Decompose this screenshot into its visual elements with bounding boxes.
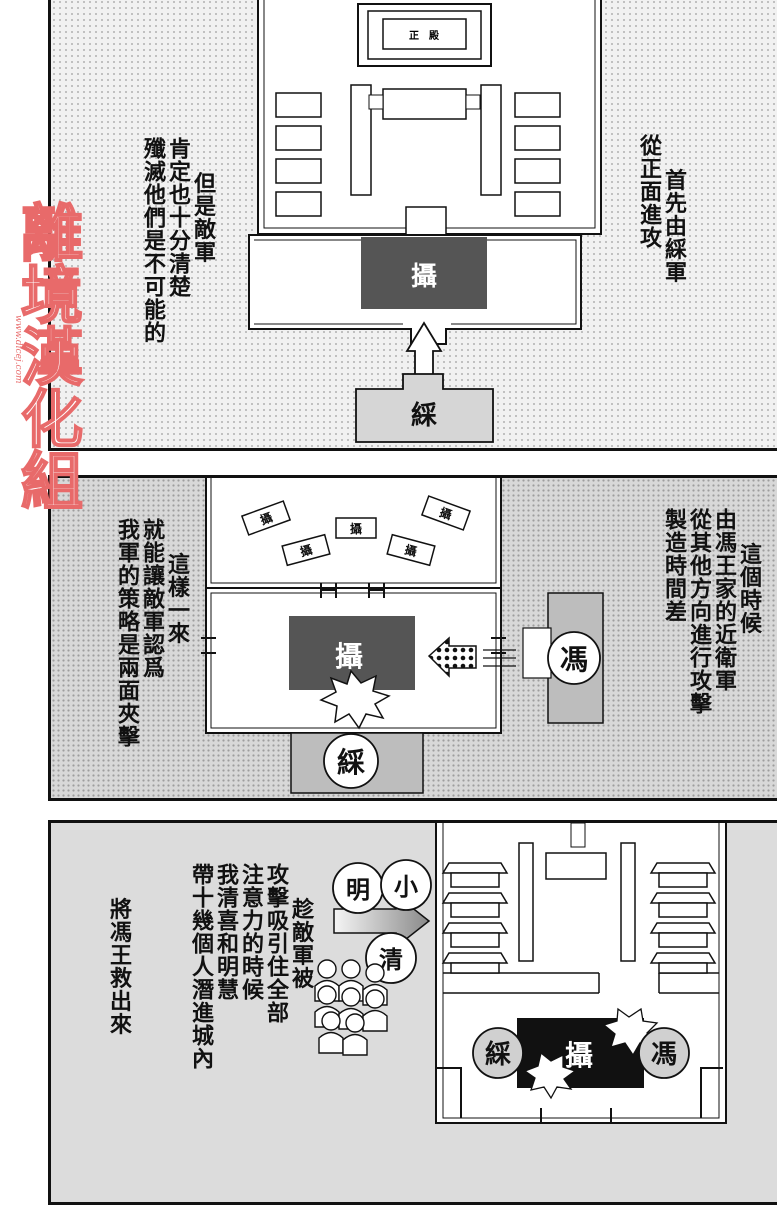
svg-text:離: 離 xyxy=(21,197,83,270)
army-she-label: 攝 xyxy=(565,1039,593,1072)
circle-ming: 明 xyxy=(346,876,370,904)
panel-frontal-attack: 正 殿 攝 綵 首先由綵軍從正面進攻 但是敵軍肯定也十分清楚殲滅他們是不可 xyxy=(48,0,777,451)
caption-right-3: 趁敵軍被攻擊吸引住全部注意力的時候我清喜和明慧帶十幾個人潛進城內 xyxy=(188,863,313,1070)
hall-label: 正 殿 xyxy=(409,30,440,42)
svg-text:境: 境 xyxy=(21,259,83,332)
svg-text:攝: 攝 xyxy=(350,521,362,536)
palace-map-1: 正 殿 攝 綵 xyxy=(248,0,602,443)
palace-map-2: 攝 攝 攝 攝 攝 攝 馮 綵 xyxy=(201,478,604,794)
svg-text:攝: 攝 xyxy=(403,542,418,560)
feng-attack-arrow xyxy=(427,636,477,678)
group-watermark-logo: 離 境 漢 化 組 www.dicej.com xyxy=(2,195,102,525)
svg-text:漢: 漢 xyxy=(21,321,84,394)
svg-text:化: 化 xyxy=(21,383,83,456)
palace-map-3: 攝 綵 馮 明 小 清 xyxy=(314,823,727,1124)
army-she-label: 攝 xyxy=(411,262,437,292)
svg-text:攝: 攝 xyxy=(438,504,454,522)
army-cai-label: 綵 xyxy=(485,1039,511,1070)
caption-left-2: 這樣一來就能讓敵軍認爲我軍的策略是兩面夾擊 xyxy=(114,518,189,748)
army-feng-label: 馮 xyxy=(560,643,588,676)
svg-text:攝: 攝 xyxy=(298,542,313,560)
panel-pincer-attack: 攝 攝 攝 攝 攝 攝 馮 綵 這個時候由馮王家的近衛軍從其他方向進行攻擊製造時… xyxy=(48,475,777,801)
small-she-squads: 攝 攝 攝 攝 攝 xyxy=(240,495,472,567)
svg-text:組: 組 xyxy=(21,445,83,518)
svg-text:攝: 攝 xyxy=(258,509,274,527)
people-group-icon xyxy=(314,959,388,1056)
army-cai-label: 綵 xyxy=(411,400,437,431)
panel-infiltration: 攝 綵 馮 明 小 清 xyxy=(48,820,777,1205)
attack-arrow xyxy=(405,321,443,385)
army-feng-label: 馮 xyxy=(651,1040,677,1070)
explosion-icon xyxy=(523,1051,577,1100)
svg-text:www.dicej.com: www.dicej.com xyxy=(13,315,23,384)
circle-xiao: 小 xyxy=(394,873,418,901)
explosion-icon xyxy=(319,669,391,730)
army-cai-label: 綵 xyxy=(337,746,365,779)
caption-right-1: 首先由綵軍從正面進攻 xyxy=(636,134,686,284)
army-she-block xyxy=(361,237,487,309)
army-she-label: 攝 xyxy=(335,640,363,673)
army-cai-block xyxy=(355,373,494,443)
caption-right-2: 這個時候由馮王家的近衛軍從其他方向進行攻擊製造時間差 xyxy=(661,508,761,715)
caption-left-3: 將馮王救出來 xyxy=(106,897,131,1036)
caption-left-1: 但是敵軍肯定也十分清楚殲滅他們是不可能的 xyxy=(140,137,215,344)
